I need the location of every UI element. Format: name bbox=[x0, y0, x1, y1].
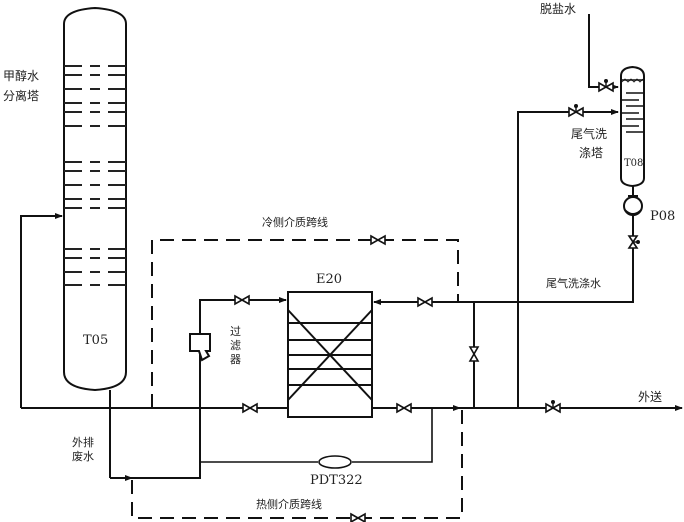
hot-bypass-line bbox=[131, 410, 463, 519]
filter-valve[interactable] bbox=[234, 294, 250, 306]
e20-outlet-valve[interactable] bbox=[396, 402, 412, 414]
export-label: 外送 bbox=[638, 389, 662, 404]
t08-feed-valve[interactable] bbox=[568, 104, 584, 118]
t05-tag: T05 bbox=[83, 333, 108, 348]
filter-label-1: 过 bbox=[230, 325, 241, 338]
t05-feed-line bbox=[20, 213, 63, 408]
column-t08[interactable]: T08 bbox=[620, 65, 645, 188]
desalted-water-label: 脱盐水 bbox=[540, 1, 576, 16]
filter[interactable] bbox=[189, 333, 211, 362]
cold-bypass-valve[interactable] bbox=[370, 234, 386, 246]
waste-water-label-line2: 废水 bbox=[72, 449, 94, 463]
wash-water-label: 尾气洗涤水 bbox=[546, 276, 601, 290]
t08-name-line2: 涤塔 bbox=[579, 146, 603, 160]
e20-cold-inlet-valve[interactable] bbox=[417, 296, 433, 308]
wash-water-valve[interactable] bbox=[627, 235, 640, 249]
t08-trays bbox=[621, 92, 644, 133]
heat-exchanger-e20[interactable] bbox=[287, 291, 373, 418]
vertical-bypass-valve[interactable] bbox=[468, 346, 480, 362]
cold-bypass-label: 冷侧介质跨线 bbox=[262, 215, 328, 229]
pdt322-tag: PDT322 bbox=[310, 473, 363, 488]
column-t05[interactable]: T05 bbox=[63, 6, 127, 392]
t05-name-line2: 分离塔 bbox=[3, 88, 39, 103]
hot-bypass-label: 热侧介质跨线 bbox=[256, 497, 322, 511]
hot-bypass-valve[interactable] bbox=[350, 512, 366, 522]
filter-label-3: 器 bbox=[230, 353, 241, 366]
t08-feed-line bbox=[517, 109, 619, 408]
filter-label-2: 滤 bbox=[230, 339, 241, 352]
pump-p08[interactable] bbox=[623, 196, 643, 216]
e20-inlet-valve[interactable] bbox=[242, 402, 258, 414]
pdt322-instrument[interactable] bbox=[318, 455, 352, 469]
filter-loop-line bbox=[199, 297, 287, 462]
e20-tag: E20 bbox=[316, 272, 342, 287]
export-valve[interactable] bbox=[545, 400, 561, 414]
p08-tag: P08 bbox=[650, 209, 675, 224]
t05-name-line1: 甲醇水 bbox=[3, 68, 39, 83]
t08-tag: T08 bbox=[624, 158, 643, 169]
waste-water-line bbox=[109, 390, 201, 481]
pdt322-line bbox=[200, 408, 433, 463]
desalted-water-valve[interactable] bbox=[598, 79, 614, 93]
t05-trays bbox=[64, 65, 126, 286]
waste-water-label-line1: 外排 bbox=[72, 435, 94, 449]
t08-bottom-line bbox=[628, 186, 638, 197]
t08-name-line1: 尾气洗 bbox=[571, 126, 607, 141]
desalted-water-line bbox=[588, 14, 619, 90]
cold-bypass-line bbox=[151, 239, 459, 408]
